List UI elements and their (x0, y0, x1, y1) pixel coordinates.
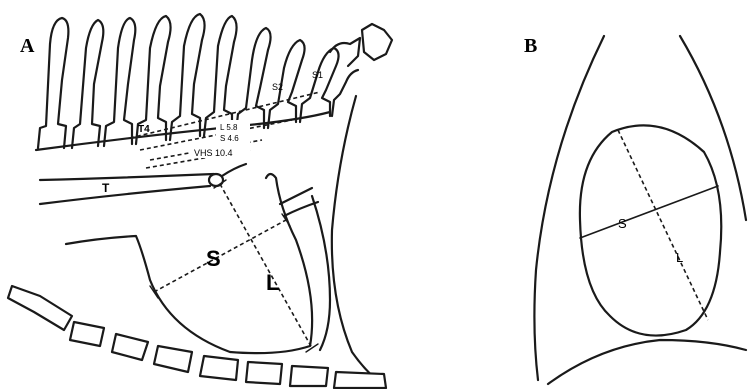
panel-a: A T4 S2 S1 L 5.8 (8, 14, 392, 388)
label-t: T (102, 181, 110, 195)
label-l-heart: L (266, 270, 279, 295)
thorax-left-wall (534, 36, 604, 380)
label-s46: S 4.6 (220, 134, 239, 143)
panel-b-letter: B (524, 35, 537, 57)
label-l-b: L (676, 250, 683, 265)
thorax-right-wall (680, 36, 746, 220)
panel-a-letter: A (20, 35, 35, 57)
label-s1: S1 (312, 70, 323, 80)
panel-b: B S L (524, 35, 746, 384)
long-axis-b (618, 130, 708, 320)
label-t4: T4 (138, 124, 150, 135)
trachea: T (40, 174, 223, 204)
diaphragm (548, 340, 746, 384)
label-s-heart: S (206, 246, 221, 271)
label-s-b: S (618, 216, 627, 231)
label-vhs: VHS 10.4 (194, 148, 233, 158)
label-s2: S2 (272, 82, 283, 92)
label-l58: L 5.8 (220, 123, 238, 132)
